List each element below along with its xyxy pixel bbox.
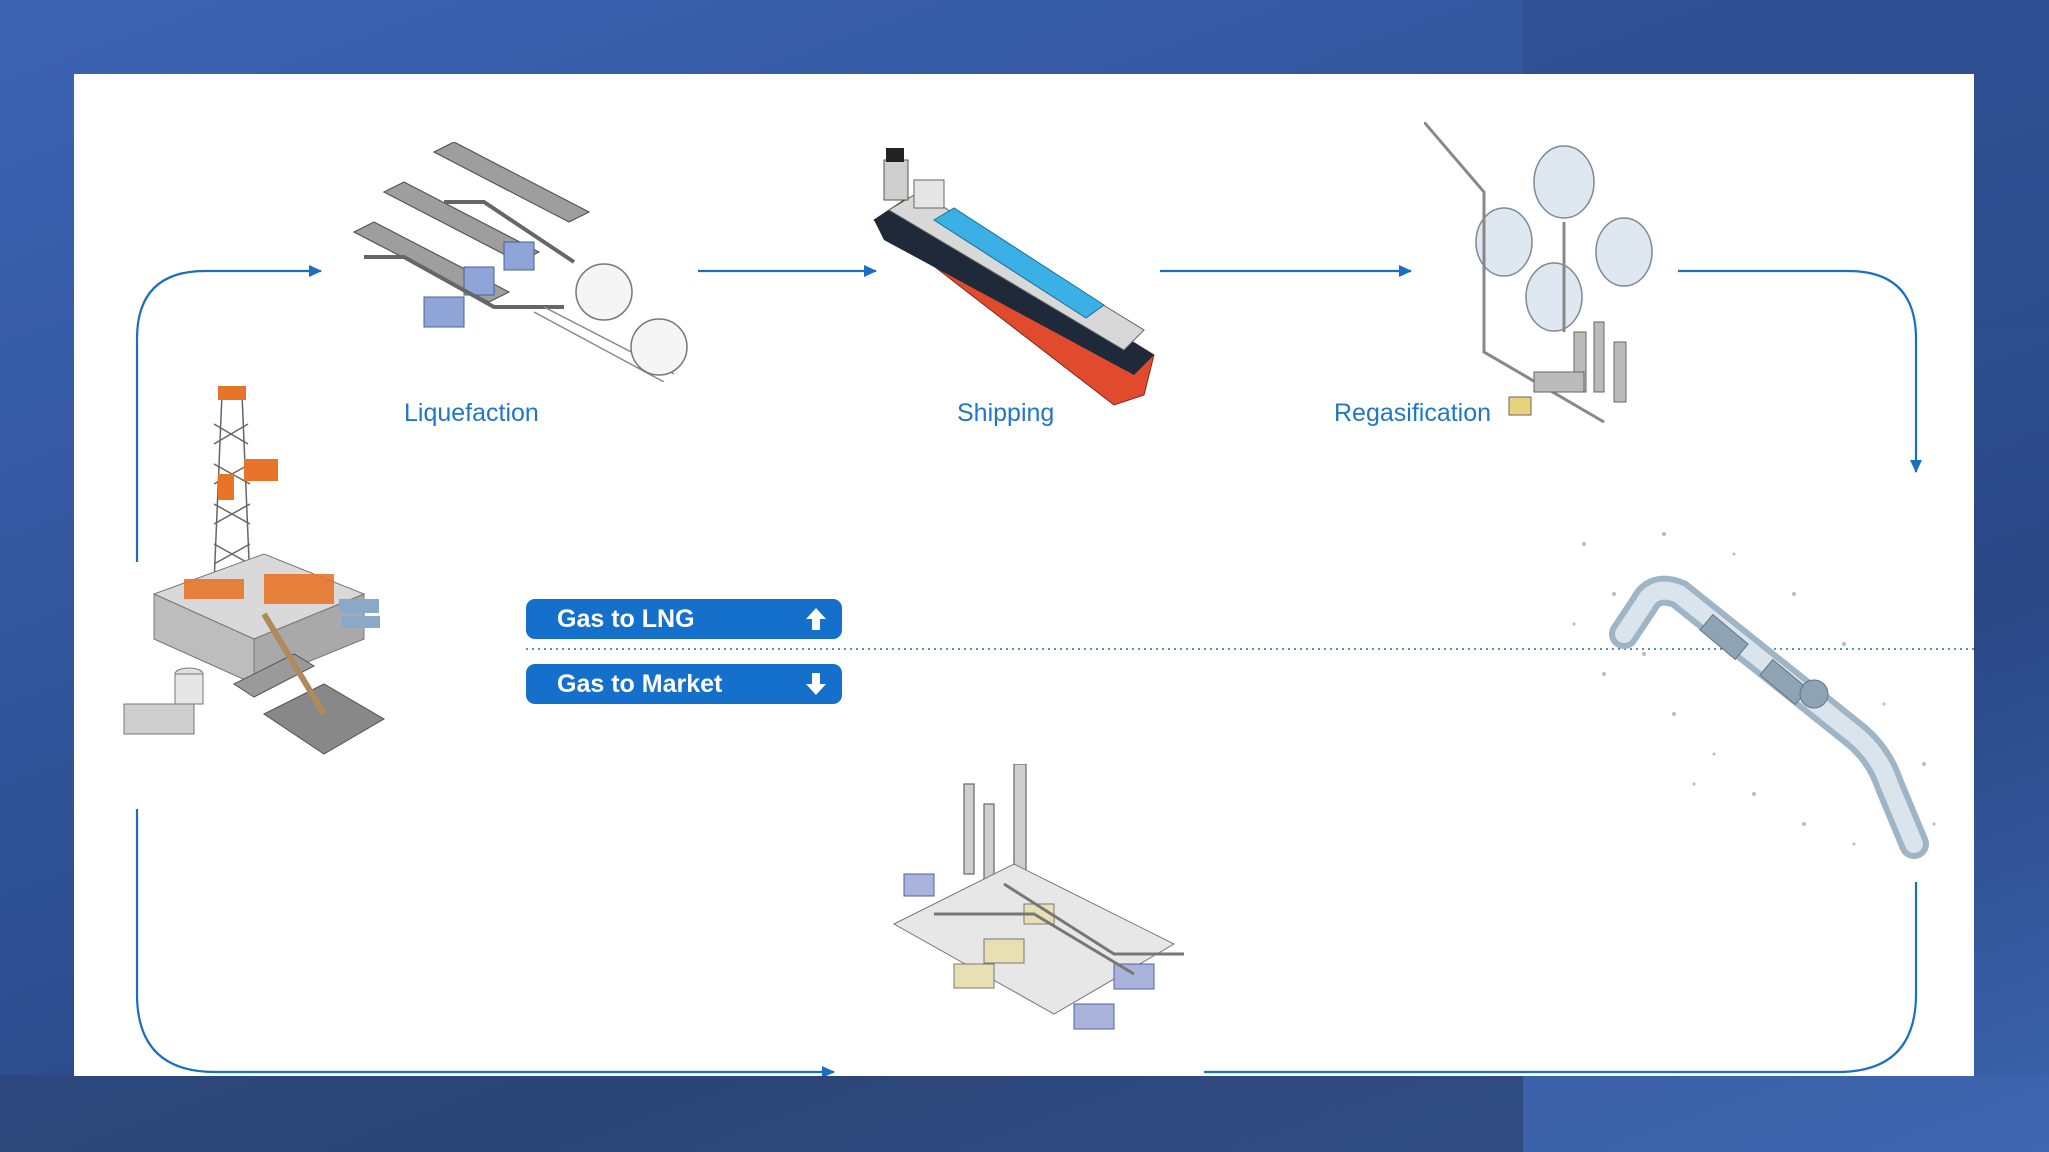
pipeline-icon — [1554, 504, 1954, 884]
background-panel — [1523, 1075, 2049, 1152]
regasification-terminal-icon — [1424, 122, 1744, 442]
arrow-down-icon — [790, 671, 842, 697]
gas-to-lng-label: Gas to LNG — [557, 605, 790, 634]
stage-label-shipping: Shipping — [957, 399, 1054, 428]
flow-line-right-bottom — [1204, 882, 1916, 1072]
lng-tanker-icon — [864, 140, 1164, 420]
background-panel — [0, 1075, 1523, 1152]
gas-to-lng-button[interactable]: Gas to LNG — [526, 599, 842, 639]
drilling-rig-icon — [114, 384, 394, 784]
gas-to-market-button[interactable]: Gas to Market — [526, 664, 842, 704]
gas-to-market-label: Gas to Market — [557, 670, 790, 699]
gas-processing-plant-icon — [874, 764, 1204, 1076]
slide-canvas: Liquefaction Shipping Regasification Gas… — [74, 74, 1974, 1076]
arrow-up-icon — [790, 606, 842, 632]
flow-arrow-to-processing — [137, 809, 834, 1072]
liquefaction-plant-icon — [344, 142, 704, 382]
stage-label-regasification: Regasification — [1334, 399, 1491, 428]
stage-label-liquefaction: Liquefaction — [404, 399, 539, 428]
